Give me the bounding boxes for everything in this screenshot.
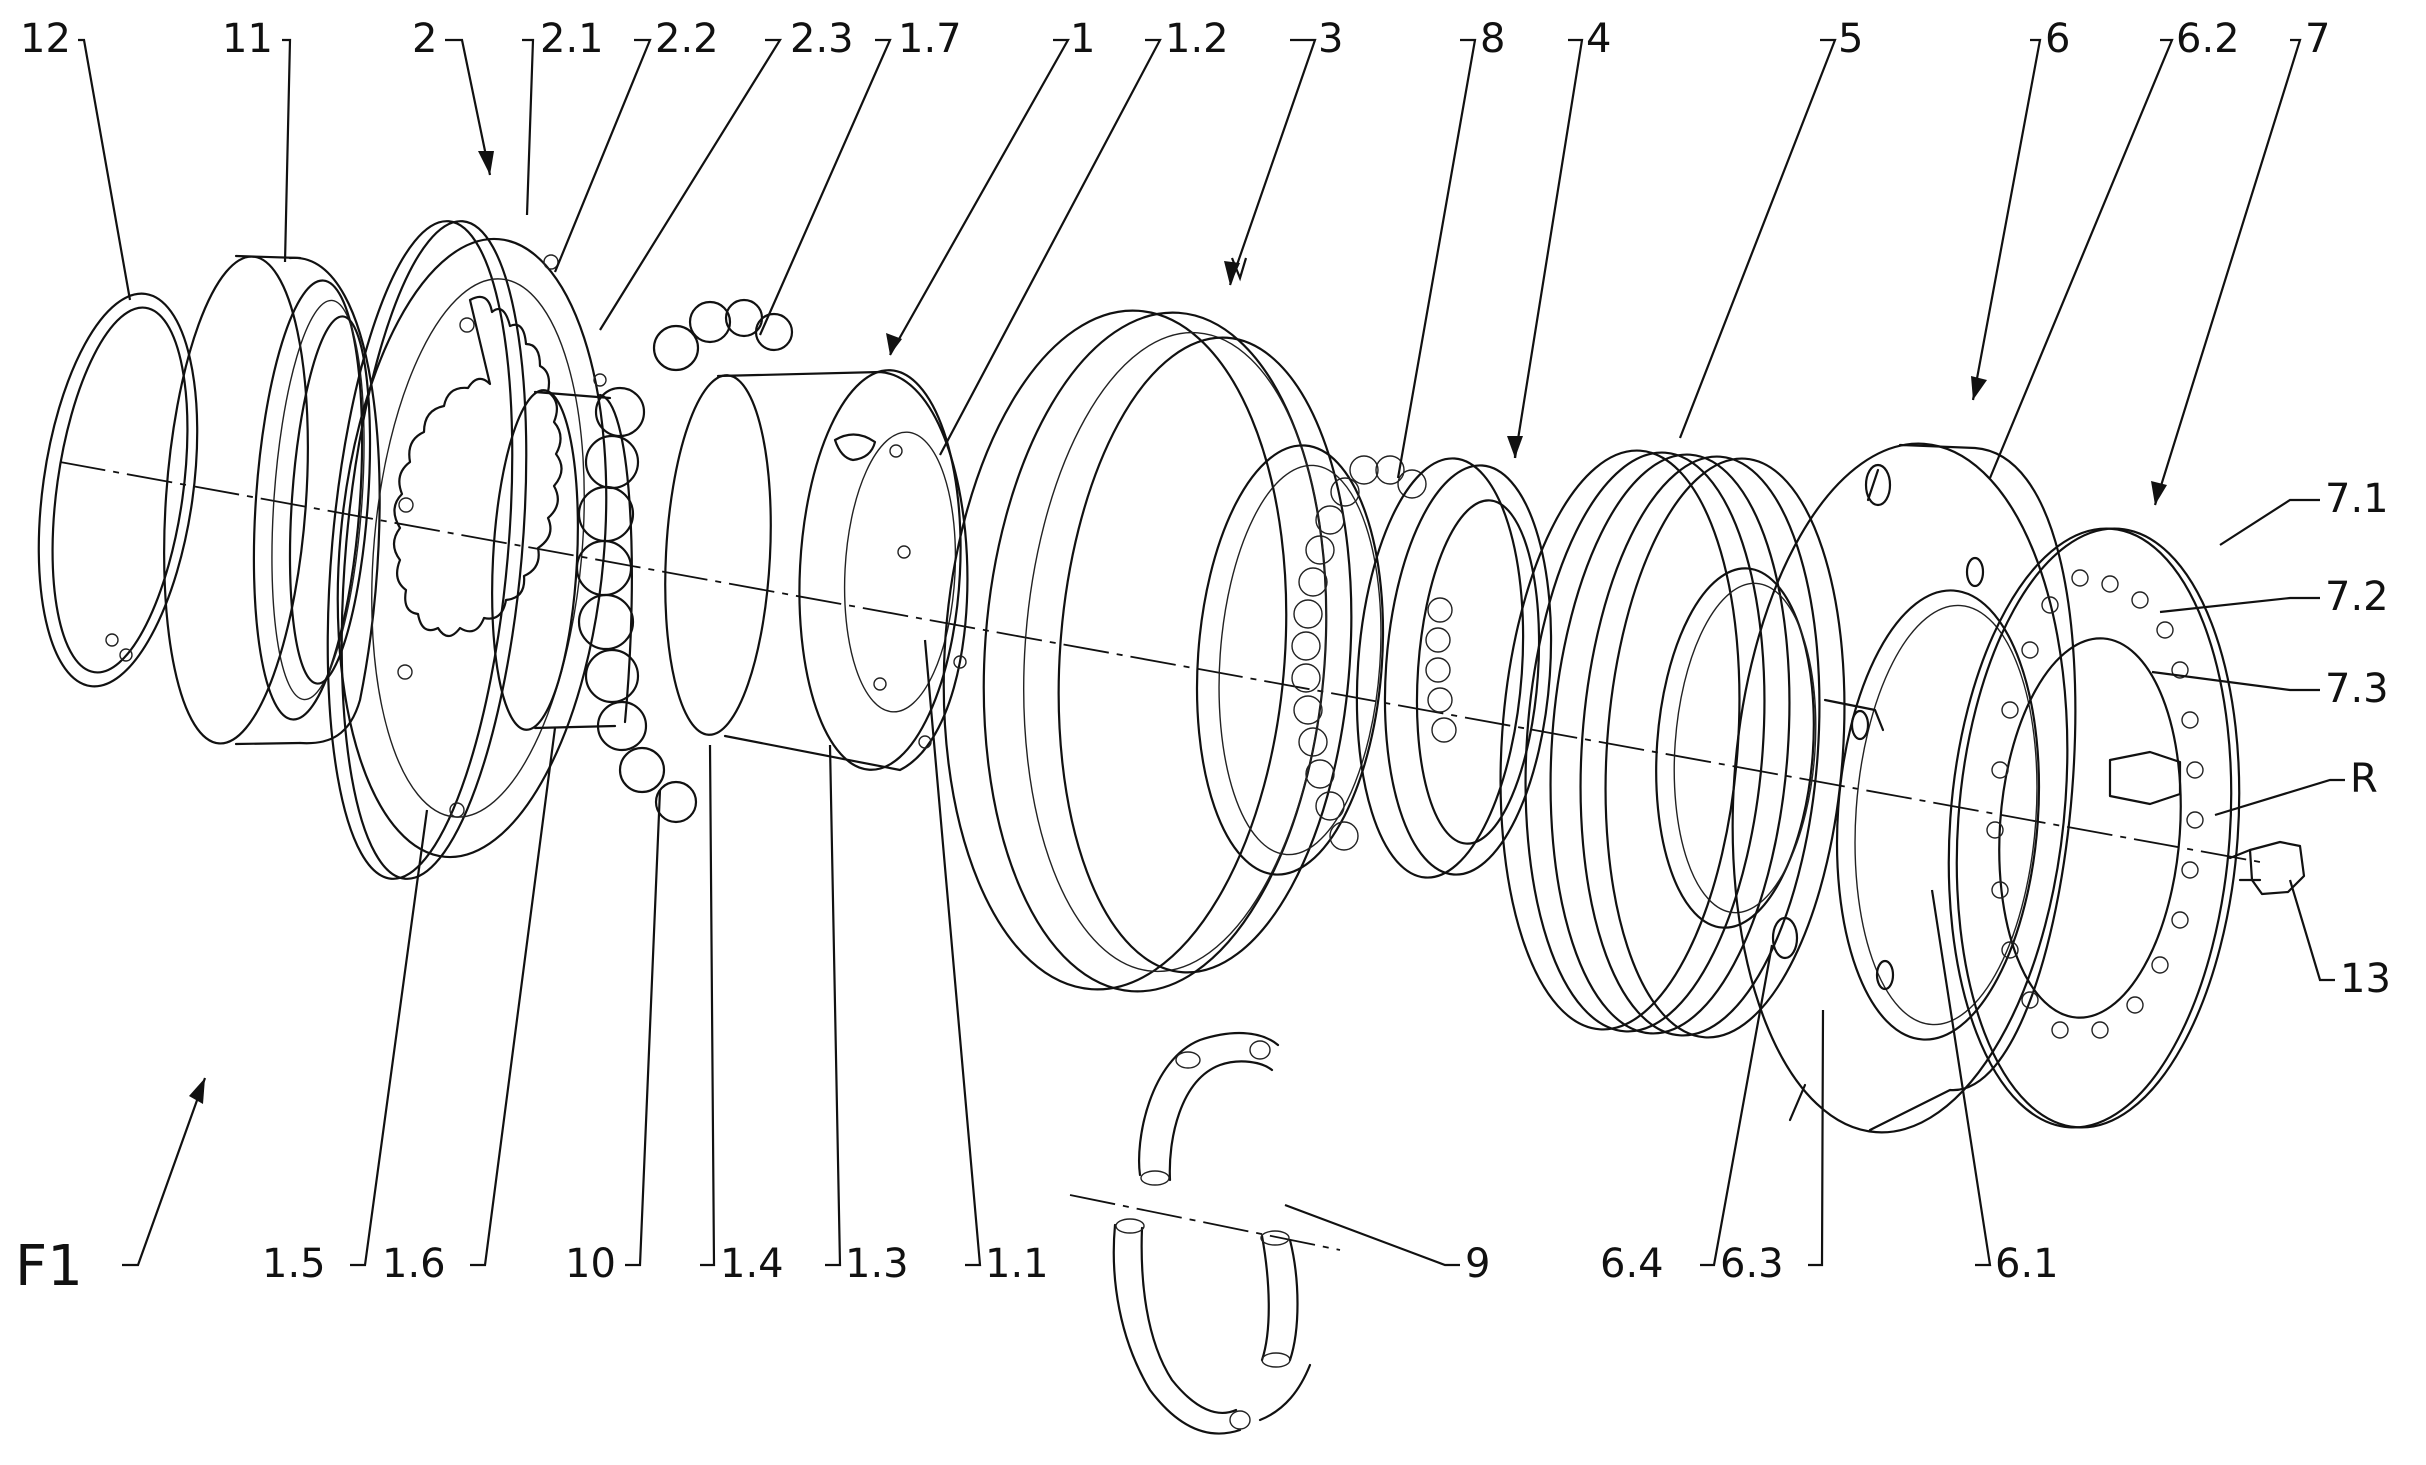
label-7-3: 7.3 — [2325, 666, 2389, 712]
label-9: 9 — [1465, 1241, 1490, 1287]
label-2-1: 2.1 — [540, 16, 604, 62]
label-6-4: 6.4 — [1600, 1241, 1664, 1287]
arrow-heads — [189, 151, 2167, 1104]
part-10-ball-cage — [575, 298, 794, 824]
label-7-1: 7.1 — [2325, 476, 2389, 522]
label-8: 8 — [1480, 16, 1505, 62]
part-2-toothed-disc — [326, 220, 608, 880]
part-12-retaining-ring — [37, 292, 199, 688]
label-1-3: 1.3 — [845, 1241, 909, 1287]
part-13-pin — [2228, 840, 2306, 896]
label-F1: F1 — [15, 1234, 83, 1299]
label-13: 13 — [2340, 956, 2391, 1002]
label-6-1: 6.1 — [1995, 1241, 2059, 1287]
part-5-grooved-ring — [1499, 449, 1846, 1039]
label-6-2: 6.2 — [2176, 16, 2240, 62]
label-6-3: 6.3 — [1720, 1241, 1784, 1287]
center-axis — [59, 461, 2261, 863]
part-9-segment-ring — [1112, 1032, 1312, 1435]
label-1-2: 1.2 — [1165, 16, 1229, 62]
label-1-4: 1.4 — [720, 1241, 784, 1287]
part-6-split-flange — [1731, 442, 2077, 1134]
part-11-bearing — [163, 254, 381, 746]
label-6: 6 — [2045, 16, 2070, 62]
label-4: 4 — [1586, 16, 1611, 62]
callout-labels: 12 11 2 2.1 2.2 2.3 1.7 1 1.2 3 8 4 5 6 … — [15, 16, 2391, 1299]
label-7-2: 7.2 — [2325, 574, 2389, 620]
label-1-5: 1.5 — [262, 1241, 326, 1287]
label-R: R — [2350, 756, 2378, 802]
label-1: 1 — [1070, 16, 1095, 62]
label-5: 5 — [1838, 16, 1863, 62]
label-3: 3 — [1318, 16, 1343, 62]
label-12: 12 — [20, 16, 71, 62]
label-1-7: 1.7 — [898, 16, 962, 62]
part-3-outer-ring — [942, 309, 1385, 993]
part-4-inner-ring — [1355, 457, 1553, 879]
label-1-6: 1.6 — [382, 1241, 446, 1287]
label-2-3: 2.3 — [790, 16, 854, 62]
label-2: 2 — [412, 16, 437, 62]
ring-9-axis — [1069, 1194, 1341, 1251]
label-11: 11 — [222, 16, 273, 62]
label-1-1: 1.1 — [985, 1241, 1049, 1287]
part-7-locking-disc — [1947, 527, 2241, 1129]
label-10: 10 — [565, 1241, 616, 1287]
label-2-2: 2.2 — [655, 16, 719, 62]
part-8-ball-row — [1291, 455, 1427, 851]
leader-lines — [78, 38, 2345, 1267]
label-7: 7 — [2305, 16, 2330, 62]
